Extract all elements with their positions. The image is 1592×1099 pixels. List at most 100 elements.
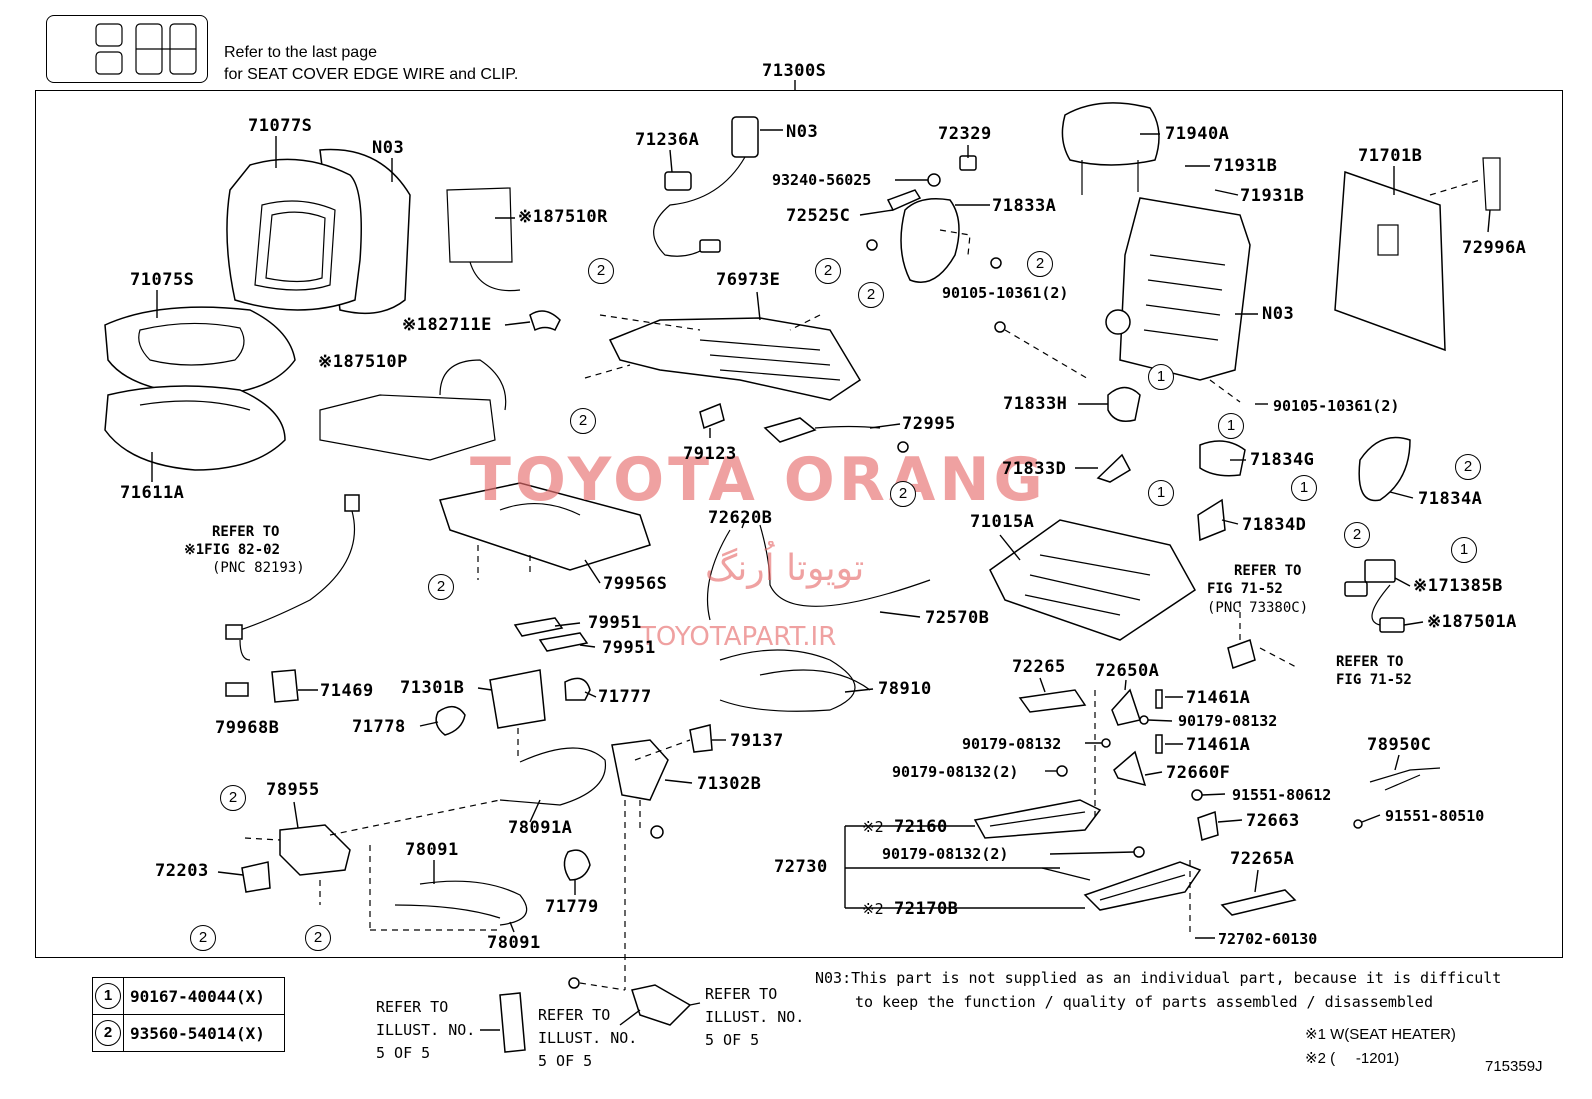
seat-back-cover-drawing — [226, 148, 411, 315]
seat-cushion-cover-drawing — [104, 306, 296, 396]
cover-72265a-drawing — [1220, 889, 1297, 916]
callout-2: 2 — [190, 925, 216, 951]
refer-illust2-l2: ILLUST. NO. — [538, 1029, 638, 1047]
bracket-78955-drawing — [241, 799, 501, 931]
legend-part: 90167-40044(X) — [123, 977, 285, 1015]
seatback-board-drawing — [1334, 157, 1501, 352]
connector-82711e-drawing — [529, 310, 561, 332]
seat-track-drawing — [844, 690, 1202, 935]
callout-2: 2 — [815, 258, 841, 284]
note-n03-line2: to keep the function / quality of parts … — [855, 993, 1433, 1011]
seat-heater-mat-drawing — [319, 187, 521, 461]
refer-fig8202-l1: REFER TO — [212, 524, 280, 540]
part-label-90105-10361-a: 90105-10361(2) — [942, 284, 1069, 302]
part-label-72329: 72329 — [938, 124, 992, 144]
legend-mark: 2 — [95, 1020, 121, 1046]
part-label-187510P: ※187510P — [318, 352, 408, 372]
part-label-71834G: 71834G — [1250, 450, 1315, 470]
part-label-93240-56025: 93240-56025 — [772, 171, 872, 189]
part-label-78091-b: 78091 — [487, 933, 541, 953]
refer-part2-bolt — [568, 977, 580, 989]
part-label-71301B: 71301B — [400, 678, 465, 698]
part-label-72265: 72265 — [1012, 657, 1066, 677]
part-label-72660F: 72660F — [1166, 763, 1231, 783]
part-label-79137: 79137 — [730, 731, 784, 751]
part-label-78955: 78955 — [266, 780, 320, 800]
refer-illust1-l2: ILLUST. NO. — [376, 1021, 476, 1039]
part-label-72620B: 72620B — [708, 508, 773, 528]
watermark-brand: TOYOTA ORANG — [470, 445, 1047, 515]
part-label-71075S: 71075S — [130, 270, 195, 290]
part-label-187501A: ※187501A — [1427, 612, 1517, 632]
part-label-71931B-2: 71931B — [1240, 186, 1305, 206]
part-label-72265A: 72265A — [1230, 849, 1295, 869]
refer-illust1-l3: 5 OF 5 — [376, 1044, 431, 1062]
part-label-187510R: ※187510R — [518, 207, 608, 227]
legend-part: 93560-54014(X) — [123, 1014, 285, 1052]
note-production-date: ※2 ( -1201) — [1305, 1050, 1400, 1067]
callout-2: 2 — [305, 925, 331, 951]
part-label-71833H: 71833H — [1003, 394, 1068, 414]
legend-row: 2 93560-54014(X) — [92, 1014, 285, 1052]
part-label-N03-a: N03 — [372, 138, 405, 158]
callout-1: 1 — [1218, 413, 1244, 439]
refer-illust3-l2: ILLUST. NO. — [705, 1008, 805, 1026]
diagram-frame — [35, 90, 1563, 958]
part-label-90179-08132-a: 90179-08132 — [1178, 712, 1278, 730]
part-label-72170B: 72170B — [894, 899, 959, 919]
part-label-72170B-mark: ※2 — [862, 900, 884, 918]
part-label-79956S: 79956S — [603, 574, 668, 594]
part-label-71940A: 71940A — [1165, 124, 1230, 144]
lever-71302b-drawing — [611, 724, 713, 990]
part-label-71931B-1: 71931B — [1213, 156, 1278, 176]
part-label-76973E: 76973E — [716, 270, 781, 290]
part-label-79968B: 79968B — [215, 718, 280, 738]
header-note-line2: for SEAT COVER EDGE WIRE and CLIP. — [224, 66, 519, 83]
part-label-N03-b: N03 — [786, 122, 819, 142]
under-tray-drawing — [439, 482, 651, 580]
part-label-79951-a: 79951 — [588, 613, 642, 633]
part-label-72203: 72203 — [155, 861, 209, 881]
callout-2: 2 — [858, 282, 884, 308]
seat-cushion-frame-drawing — [989, 519, 1196, 641]
part-label-72160-mark: ※2 — [862, 818, 884, 836]
part-label-71469: 71469 — [320, 681, 374, 701]
part-label-N03-c: N03 — [1262, 304, 1295, 324]
part-label-71302B: 71302B — [697, 774, 762, 794]
seat-symbol-box — [46, 15, 208, 83]
cover-72265-drawing — [1018, 689, 1087, 713]
part-label-71077S: 71077S — [248, 116, 313, 136]
part-label-71834D: 71834D — [1242, 515, 1307, 535]
callout-2: 2 — [570, 408, 596, 434]
heater-harness-drawing — [653, 116, 759, 257]
callout-2: 2 — [890, 481, 916, 507]
part-label-171385B: ※171385B — [1413, 576, 1503, 596]
part-label-79123: 79123 — [683, 444, 737, 464]
part-label-71778: 71778 — [352, 717, 406, 737]
part-label-78950C: 78950C — [1367, 735, 1432, 755]
part-label-71015A: 71015A — [970, 512, 1035, 532]
note-n03-line1: N03:This part is not supplied as an indi… — [815, 969, 1502, 987]
lever-assembly-drawing — [435, 669, 591, 760]
refer-illust2-l3: 5 OF 5 — [538, 1052, 593, 1070]
part-label-71777: 71777 — [598, 687, 652, 707]
cable-78091a-drawing — [499, 747, 607, 806]
part-label-71833D: 71833D — [1002, 459, 1067, 479]
refer-fig7152b-l1: REFER TO — [1336, 654, 1404, 670]
harness-82193-drawing — [225, 494, 360, 703]
callout-2: 2 — [588, 258, 614, 284]
part-label-90105-10361-b: 90105-10361(2) — [1273, 397, 1400, 415]
part-label-72663: 72663 — [1246, 811, 1300, 831]
refer-illust3-l1: REFER TO — [705, 985, 778, 1003]
callout-2: 2 — [1344, 522, 1370, 548]
part-label-71833A: 71833A — [992, 196, 1057, 216]
refer-fig7152a-l1: REFER TO — [1234, 563, 1302, 579]
part-label-72525C: 72525C — [786, 206, 851, 226]
callout-2: 2 — [428, 574, 454, 600]
part-label-72570B: 72570B — [925, 608, 990, 628]
part-label-72160: 72160 — [894, 817, 948, 837]
assembly-number: 71300S — [762, 61, 827, 81]
part-label-90179-08132-c: 90179-08132(2) — [892, 763, 1019, 781]
